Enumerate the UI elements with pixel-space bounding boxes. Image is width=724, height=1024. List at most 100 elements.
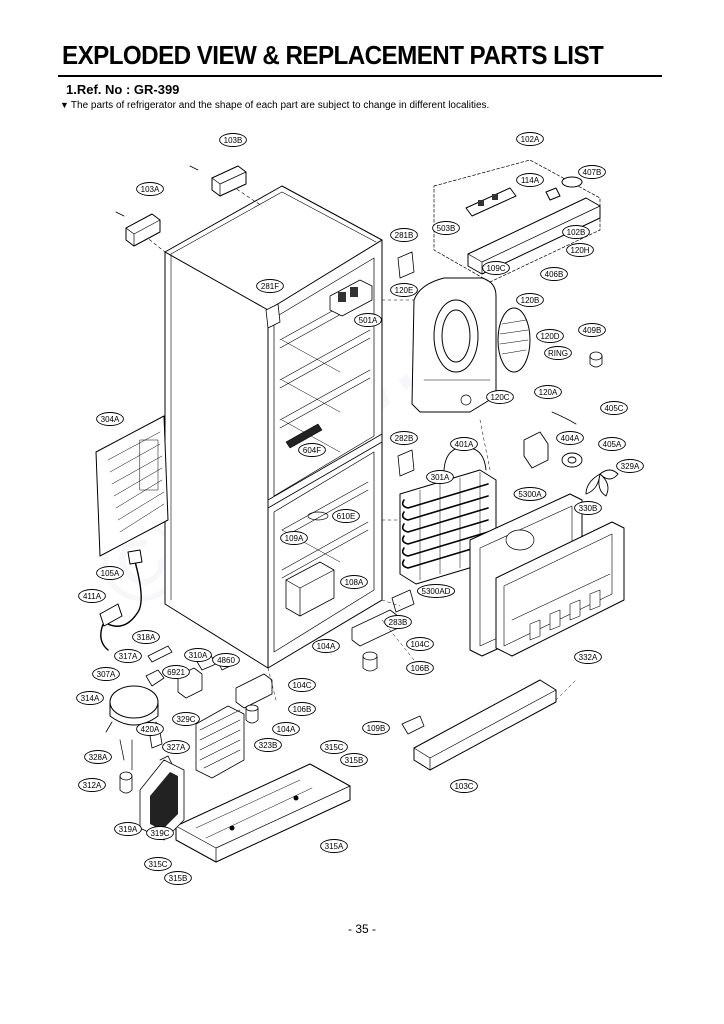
callout-label: 120C: [490, 393, 509, 402]
callout-label: 103C: [454, 782, 473, 791]
ref-number: 1.Ref. No : GR-399: [66, 82, 180, 97]
callout-label: 318A: [137, 633, 156, 642]
callout-401a: 401A: [450, 437, 478, 451]
callout-label: 315C: [148, 860, 167, 869]
callout-label: 329C: [176, 715, 195, 724]
callout-label: 323B: [259, 741, 278, 750]
fan-grill-120d: [497, 307, 531, 373]
fan-motor: [523, 411, 619, 497]
callout-5300a: 5300A: [513, 487, 547, 501]
part-109b: [401, 715, 425, 735]
cabinet-body: [139, 185, 383, 669]
callout-420a: 420A: [136, 722, 164, 736]
callout-label: 604F: [303, 446, 321, 455]
callout-409b: 409B: [578, 323, 606, 337]
hinge-283b: [391, 589, 415, 613]
callout-405c: 405C: [600, 401, 628, 415]
callout-120e: 120E: [390, 283, 418, 297]
callout-label: 317A: [119, 652, 138, 661]
callout-307a: 307A: [92, 667, 120, 681]
callout-108a: 108A: [340, 575, 368, 589]
callout-407b: 407B: [578, 165, 606, 179]
callout-label: 4860: [217, 656, 235, 665]
callout-102a: 102A: [516, 132, 544, 146]
callout-315c: 315C: [320, 740, 348, 754]
callout-label: 283B: [389, 618, 408, 627]
callout-312a: 312A: [78, 778, 106, 792]
callout-315b: 315B: [340, 753, 368, 767]
callout-label: 120B: [521, 296, 540, 305]
callout-106b: 106B: [406, 661, 434, 675]
page-number: - 35 -: [347, 922, 376, 936]
callout-4860: 4860: [212, 653, 240, 667]
callout-label: 108A: [345, 578, 364, 587]
callout-label: 503B: [437, 224, 456, 233]
rear-cover-304a: [95, 415, 169, 557]
callout-404a: 404A: [556, 431, 584, 445]
callout-label: 304A: [101, 415, 120, 424]
callout-405a: 405A: [598, 437, 626, 451]
callout-label: 327A: [167, 743, 186, 752]
callout-label: 301A: [431, 473, 450, 482]
callout-label: 407B: [583, 168, 602, 177]
callout-604f: 604F: [298, 443, 326, 457]
callout-120a: 120A: [534, 385, 562, 399]
callout-6921: 6921: [162, 665, 190, 679]
callout-label: 102B: [567, 228, 586, 237]
callout-406b: 406B: [540, 267, 568, 281]
callout-610e: 610E: [332, 509, 360, 523]
callout-label: 5300AD: [422, 587, 451, 596]
hinge-cap-103b: [189, 165, 247, 197]
lamp-409b: [589, 351, 603, 368]
callout-label: 109C: [486, 264, 505, 273]
callout-281f: 281F: [256, 279, 284, 293]
notice-text: The parts of refrigerator and the shape …: [70, 100, 490, 111]
callout-104c: 104C: [406, 637, 434, 651]
callout-label: 109B: [367, 724, 386, 733]
callout-330b: 330B: [574, 501, 602, 515]
callout-104c: 104C: [288, 678, 316, 692]
callout-label: 312A: [83, 781, 102, 790]
callout-label: 106B: [411, 664, 430, 673]
control-cover-102a: [433, 159, 601, 283]
callout-283b: 283B: [384, 615, 412, 629]
callout-label: 120D: [540, 332, 559, 341]
callout-label: 314A: [81, 694, 100, 703]
callout-310a: 310A: [184, 648, 212, 662]
callout-label: 404A: [561, 434, 580, 443]
callout-120h: 120H: [566, 243, 594, 257]
callout-329a: 329A: [616, 459, 644, 473]
base-plate-315a: [175, 763, 351, 863]
callout-label: 120E: [395, 286, 414, 295]
callout-315a: 315A: [320, 839, 348, 853]
callout-label: 104C: [410, 640, 429, 649]
callout-327a: 327A: [162, 740, 190, 754]
compressor: [105, 669, 165, 794]
callout-328a: 328A: [84, 750, 112, 764]
callout-120b: 120B: [516, 293, 544, 307]
callout-ring: RING: [544, 346, 572, 360]
hinge-281b: [397, 251, 415, 279]
mount-bracket: [139, 755, 185, 841]
callout-label: 401A: [455, 440, 474, 449]
callout-106b: 106B: [288, 702, 316, 716]
callout-label: 105A: [101, 569, 120, 578]
callout-label: 406B: [545, 270, 564, 279]
callout-109c: 109C: [482, 261, 510, 275]
notice: ▼The parts of refrigerator and the shape…: [60, 100, 489, 111]
condenser-323b: [195, 705, 245, 779]
callout-label: 281B: [395, 231, 414, 240]
callout-label: 610E: [337, 512, 356, 521]
callout-label: 315C: [324, 743, 343, 752]
callout-label: 420A: [141, 725, 160, 734]
callout-label: 501A: [359, 316, 378, 325]
title-rule: [58, 75, 662, 77]
callout-label: 6921: [167, 668, 185, 677]
callout-281b: 281B: [390, 228, 418, 242]
callout-label: 104C: [292, 681, 311, 690]
callout-301a: 301A: [426, 470, 454, 484]
callout-315c: 315C: [144, 857, 172, 871]
base-cover-103c: [413, 679, 557, 771]
callout-label: 409B: [583, 326, 602, 335]
callout-label: 328A: [89, 753, 108, 762]
